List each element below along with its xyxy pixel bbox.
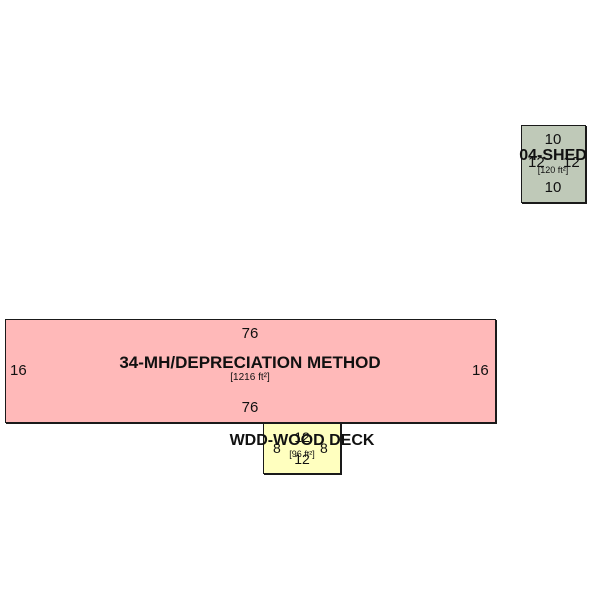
deck-area: [96 ft²] bbox=[289, 449, 315, 459]
shed-dim-left: 12 bbox=[528, 154, 545, 171]
shed-dim-right: 12 bbox=[563, 154, 580, 171]
deck-dim-right: 8 bbox=[320, 440, 328, 456]
main-dim-top: 76 bbox=[241, 325, 259, 342]
main-area: [1216 ft²] bbox=[230, 372, 270, 383]
main-dim-left: 16 bbox=[10, 362, 27, 379]
shed-shape[interactable] bbox=[521, 125, 586, 203]
deck-name: WDD-WOOD DECK bbox=[229, 432, 375, 449]
main-dim-bottom: 76 bbox=[241, 399, 259, 416]
deck-shape[interactable] bbox=[263, 423, 341, 474]
main-dim-right: 16 bbox=[472, 362, 489, 379]
deck-dim-left: 8 bbox=[273, 440, 281, 456]
shed-name: 04-SHED bbox=[519, 147, 587, 164]
main-name: 34-MH/DEPRECIATION METHOD bbox=[119, 353, 381, 372]
deck-dim-top: 12 bbox=[294, 429, 310, 445]
shed-area: [120 ft²] bbox=[537, 165, 569, 175]
main-structure-shape[interactable] bbox=[5, 319, 496, 423]
shed-dim-bottom: 10 bbox=[544, 179, 562, 196]
shed-dim-top: 10 bbox=[544, 131, 562, 148]
deck-dim-bottom: 12 bbox=[294, 451, 310, 467]
